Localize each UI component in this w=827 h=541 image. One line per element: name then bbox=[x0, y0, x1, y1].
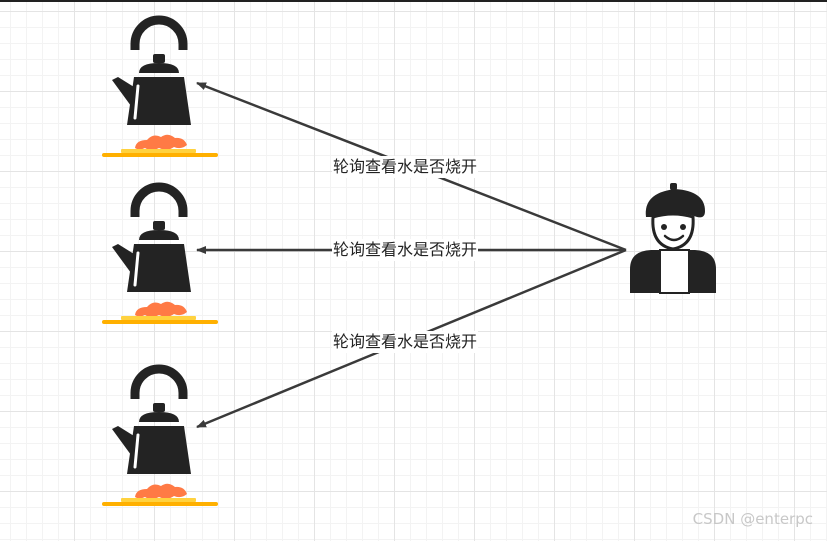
top-border bbox=[0, 0, 827, 2]
watermark: CSDN @enterpc bbox=[692, 510, 813, 528]
edge-label-2: 轮询查看水是否烧开 bbox=[332, 239, 479, 261]
edge-label-1: 轮询查看水是否烧开 bbox=[332, 156, 479, 178]
kettle-icon bbox=[102, 187, 218, 324]
edge-label-3: 轮询查看水是否烧开 bbox=[332, 331, 479, 353]
kettle-icon bbox=[102, 369, 218, 506]
person-icon bbox=[628, 181, 718, 295]
kettle-icon bbox=[102, 20, 218, 157]
